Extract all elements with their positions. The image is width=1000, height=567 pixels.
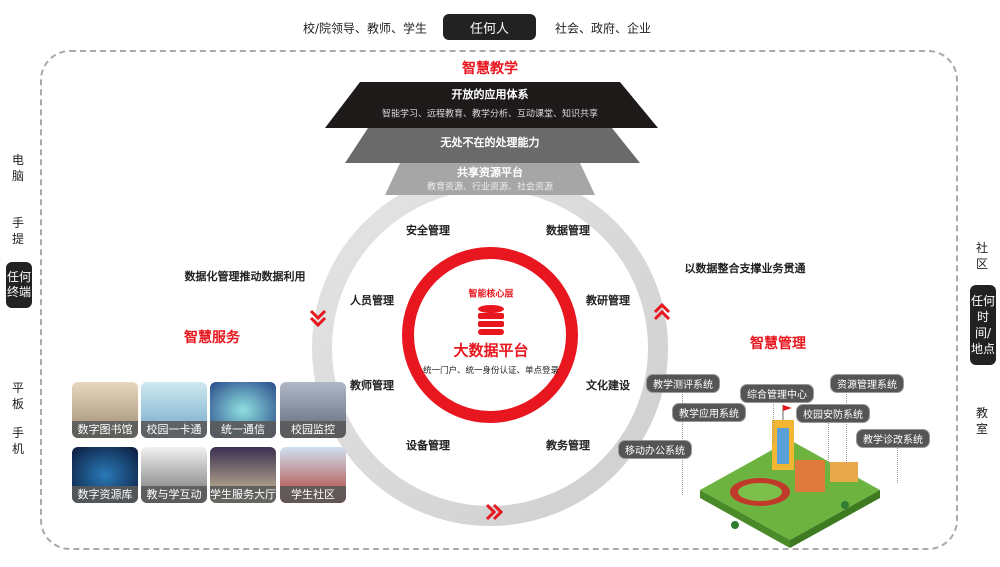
- system-teaching-diagnosis[interactable]: 教学诊改系统: [856, 429, 930, 448]
- dashed-frame: [40, 50, 958, 550]
- audience-right: 社会、政府、企业: [554, 21, 652, 36]
- tile-student-service-hall[interactable]: 学生服务大厅: [210, 447, 276, 503]
- chevron-bottom-icon: [485, 503, 504, 521]
- core-tag: 智能核心层: [468, 289, 514, 300]
- tile-campus-monitoring[interactable]: 校园监控: [280, 382, 346, 438]
- pyramid-layer-3: [385, 163, 595, 195]
- ring-label-equipment: 设备管理: [406, 439, 450, 452]
- pyramid-layer-2: [345, 128, 640, 163]
- device-laptop: 手提: [11, 216, 24, 246]
- system-campus-security[interactable]: 校园安防系统: [796, 404, 870, 423]
- audience-left: 校/院领导、教师、学生: [302, 21, 428, 36]
- device-tablet: 平板: [11, 381, 24, 411]
- chevron-left-icon: [309, 309, 327, 328]
- anyone-badge: 任何人: [443, 14, 536, 40]
- left-caption: 数据化管理推动数据利用: [184, 270, 306, 283]
- ring-label-personnel: 人员管理: [350, 294, 394, 307]
- layer3-title: 共享资源平台: [457, 166, 523, 179]
- campus-illustration: [700, 405, 880, 548]
- any-time-place-badge: 任何时间/地点: [970, 285, 996, 365]
- device-computer: 电脑: [11, 153, 24, 183]
- ring-label-academic: 教务管理: [546, 439, 590, 452]
- right-caption: 以数据整合支撑业务贯通: [684, 262, 806, 275]
- smart-service-title: 智慧服务: [184, 330, 240, 346]
- tile-digital-resources[interactable]: 数字资源库: [72, 447, 138, 503]
- layer2-title: 无处不在的处理能力: [440, 136, 540, 149]
- system-mobile-office[interactable]: 移动办公系统: [618, 440, 692, 459]
- place-community: 社区: [975, 241, 988, 271]
- pyramid-layer-1: [325, 82, 658, 128]
- device-phone: 手机: [11, 426, 24, 456]
- system-integrated-management[interactable]: 综合管理中心: [740, 384, 814, 403]
- tile-teaching-interaction[interactable]: 教与学互动: [141, 447, 207, 503]
- ring-label-security: 安全管理: [406, 224, 450, 237]
- ring-label-data: 数据管理: [546, 224, 590, 237]
- tile-student-community[interactable]: 学生社区: [280, 447, 346, 503]
- tile-digital-library[interactable]: 数字图书馆: [72, 382, 138, 438]
- layer1-title: 开放的应用体系: [451, 88, 529, 101]
- system-teaching-evaluation[interactable]: 教学测评系统: [646, 374, 720, 393]
- tile-unified-communication[interactable]: 统一通信: [210, 382, 276, 438]
- system-resource-management[interactable]: 资源管理系统: [830, 374, 904, 393]
- tile-campus-card[interactable]: 校园一卡通: [141, 382, 207, 438]
- any-terminal-badge: 任何终端: [6, 262, 32, 308]
- chevron-right-icon: [653, 302, 671, 321]
- ring-label-research: 教研管理: [586, 294, 630, 307]
- core-title: 大数据平台: [453, 341, 529, 360]
- core-subtitle: 统一门户、统一身份认证、单点登录: [422, 366, 560, 376]
- layer1-subtitle: 智能学习、远程教育、教学分析、互动课堂、知识共享: [381, 109, 599, 120]
- smart-teaching-title: 智慧教学: [462, 61, 518, 77]
- ring-label-culture: 文化建设: [586, 379, 630, 392]
- layer3-subtitle: 教育资源、行业资源、社会资源: [426, 182, 554, 193]
- place-classroom: 教室: [975, 406, 988, 436]
- system-teaching-application[interactable]: 教学应用系统: [672, 403, 746, 422]
- smart-management-title: 智慧管理: [750, 336, 806, 352]
- database-icon: [478, 305, 504, 335]
- ring-label-teachers: 教师管理: [350, 379, 394, 392]
